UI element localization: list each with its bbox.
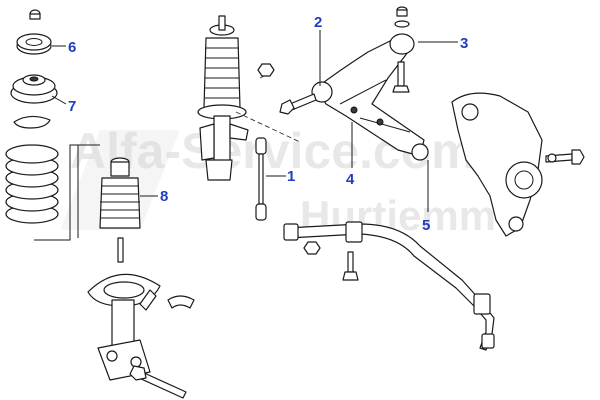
guide-line [235,111,301,143]
lower-strut-bolt-part [129,365,187,399]
strut-assembly-part [197,15,249,181]
callout-7: 7 [68,98,76,115]
dust-boot-part [99,157,141,229]
callout-8: 8 [160,188,168,205]
steering-knuckle-part [451,92,543,237]
leader-7 [51,95,67,105]
callout-1: 1 [287,168,295,185]
stabilizer-link-part [255,137,267,221]
arm-bushing-part [394,6,410,28]
control-arm-part [311,33,429,161]
stabilizer-bar-part [283,221,495,351]
callout-3: 3 [460,35,468,52]
lower-strut-part [87,237,161,381]
stab-bar-nut-part [303,241,321,255]
bearing-ring-part [16,33,52,55]
strut-top-mount-part [10,74,58,104]
callout-5: 5 [422,217,430,234]
strut-nut-part [257,63,275,77]
snap-ring-part [13,115,51,129]
brake-line-clip-part [167,295,195,309]
arm-vertical-bolt-part [392,61,410,93]
callout-6: 6 [68,39,76,56]
callout-2: 2 [314,14,322,31]
arm-bolt-part [279,93,317,115]
stab-bar-bolt-part [342,251,359,281]
spring-bracket-line [34,144,100,241]
knuckle-bolt-part [545,149,585,165]
callout-4: 4 [346,171,355,188]
top-nut-part [29,9,41,20]
coil-spring-part [5,144,59,224]
